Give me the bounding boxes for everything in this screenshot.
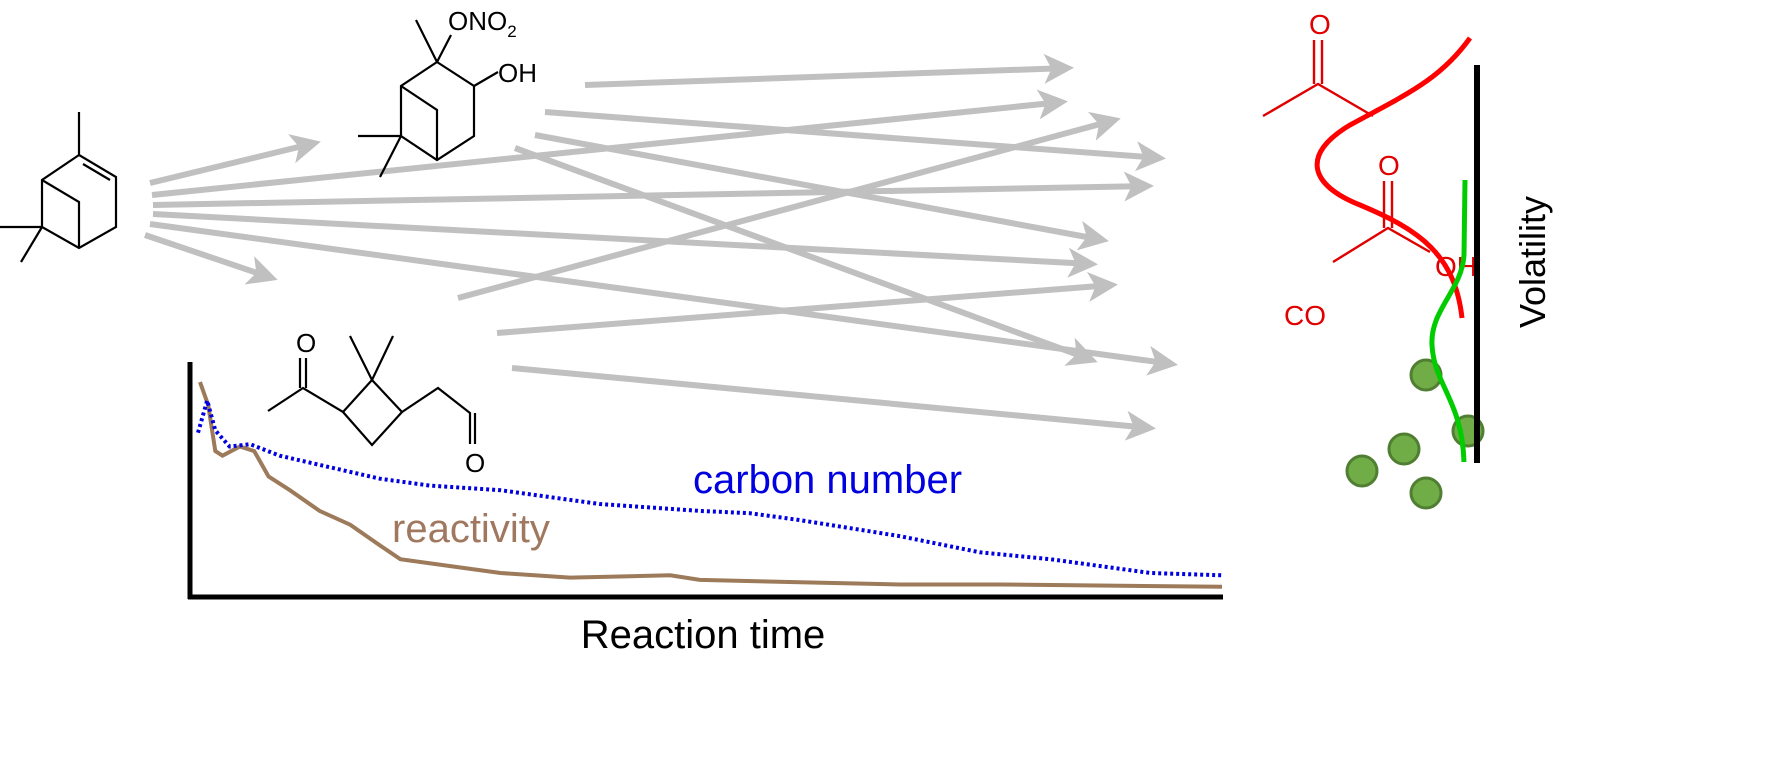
aldehyde-oxygen-label: O <box>465 448 485 478</box>
reactivity-line <box>198 381 1223 589</box>
ketone-oxygen-label: O <box>296 328 316 358</box>
high-volatility-curve <box>1314 36 1473 319</box>
reaction-arrow <box>544 109 1166 172</box>
nitrate-group-label: ONO <box>448 6 507 36</box>
reaction-arrow <box>534 132 1109 251</box>
volatility-label: Volatility <box>1512 196 1553 328</box>
reaction-arrow <box>144 232 278 285</box>
reaction-arrow <box>152 211 1098 278</box>
acetone-molecule: O <box>1262 9 1374 118</box>
pinonaldehyde-molecule: O O <box>267 328 485 478</box>
nitrate-subscript: 2 <box>507 22 516 41</box>
reaction-arrow <box>511 365 1156 441</box>
acid-hydroxyl-label: OH <box>1435 251 1477 282</box>
acid-oxygen-label: O <box>1378 150 1400 181</box>
x-axis-label: Reaction time <box>581 613 826 657</box>
carbon-number-label: carbon number <box>693 458 962 502</box>
carbon-monoxide-label: CO <box>1284 300 1326 331</box>
acetone-oxygen-label: O <box>1309 9 1331 40</box>
low-volatility-curve <box>1429 179 1468 463</box>
particle <box>1345 454 1379 488</box>
svg-text:ONO2: ONO2 <box>448 6 517 41</box>
reaction-arrow <box>584 53 1074 88</box>
alpha-pinene-molecule <box>0 112 118 263</box>
reaction-arrow <box>149 134 321 186</box>
reaction-arrows <box>144 53 1178 441</box>
reaction-arrow <box>496 271 1118 336</box>
reactivity-label: reactivity <box>392 507 550 551</box>
hydroxyl-label: OH <box>498 58 537 88</box>
carbon-number-line <box>196 393 1223 578</box>
particle <box>1387 432 1421 466</box>
particle <box>1409 476 1443 510</box>
acetic-acid-molecule: O OH <box>1332 150 1477 282</box>
reaction-arrow <box>513 145 1098 366</box>
time-chart: carbon number reactivity Reaction time <box>187 362 1223 657</box>
reaction-arrow <box>457 111 1121 301</box>
reaction-arrow <box>149 221 1178 376</box>
hydroxy-nitrate-molecule: ONO2 OH <box>358 6 537 178</box>
